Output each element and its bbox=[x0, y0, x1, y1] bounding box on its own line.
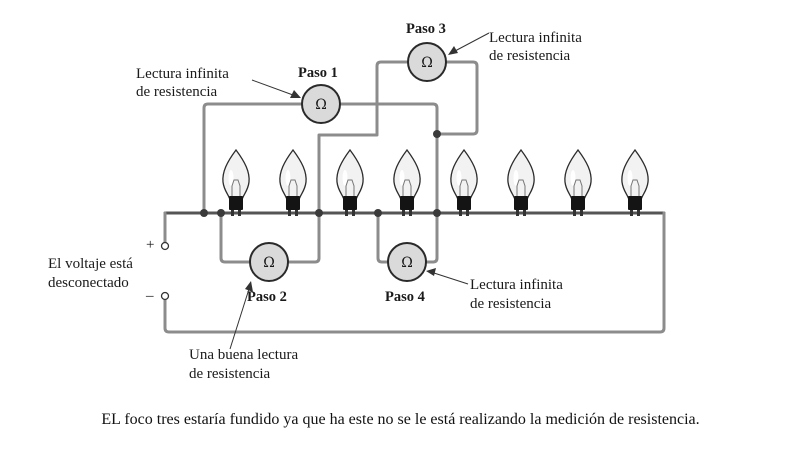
ohm-symbol: Ω bbox=[401, 255, 413, 271]
step1-wire-right bbox=[338, 102, 439, 215]
step-2-reading-line-1: Una buena lectura bbox=[189, 347, 298, 363]
negative-terminal bbox=[160, 291, 170, 301]
step4-wire-right bbox=[424, 211, 439, 264]
bulb-7 bbox=[564, 148, 592, 216]
bulb-5 bbox=[450, 148, 478, 216]
junction-node bbox=[315, 209, 323, 217]
step-1-label: Paso 1 bbox=[298, 65, 338, 81]
step-3-reading-line-2: de resistencia bbox=[489, 48, 571, 64]
step-3-reading-line-1: Lectura infinita bbox=[489, 30, 582, 46]
bulb-8 bbox=[621, 148, 649, 216]
junction-node bbox=[433, 209, 441, 217]
step-2-label: Paso 2 bbox=[247, 289, 287, 305]
arrow-step-4 bbox=[426, 268, 469, 285]
step-1-reading-line-1: Lectura infinita bbox=[136, 66, 229, 82]
bulb-4 bbox=[393, 148, 421, 216]
series-circuit-diagram: + – El voltaje está desconectado Ω Ω Ω Ω… bbox=[48, 21, 666, 382]
arrow-step-2 bbox=[229, 281, 253, 350]
ohmmeter-step-2: Ω bbox=[249, 242, 289, 282]
step-4-label: Paso 4 bbox=[385, 289, 425, 305]
ohm-symbol: Ω bbox=[315, 97, 327, 113]
step-1-reading-line-2: de resistencia bbox=[136, 84, 218, 100]
arrow-step-3 bbox=[448, 32, 490, 55]
minus-sign: – bbox=[145, 288, 154, 304]
step2-wire-left bbox=[219, 211, 252, 264]
ohmmeter-step-1: Ω bbox=[301, 84, 341, 124]
plus-sign: + bbox=[146, 237, 154, 253]
step1-wire-left bbox=[202, 102, 304, 215]
ohm-symbol: Ω bbox=[263, 255, 275, 271]
junction-node bbox=[217, 209, 225, 217]
step2-wire-right bbox=[286, 211, 321, 264]
supply-note-line-1: El voltaje está bbox=[48, 256, 133, 272]
bulb-1 bbox=[222, 148, 250, 216]
ohmmeter-step-3: Ω bbox=[407, 42, 447, 82]
step3-wire-right bbox=[435, 60, 479, 136]
junction-node bbox=[374, 209, 382, 217]
step-4-reading-line-2: de resistencia bbox=[470, 296, 552, 312]
step3-wire-left bbox=[317, 60, 410, 215]
ohmmeter-step-4: Ω bbox=[387, 242, 427, 282]
supply-note-line-2: desconectado bbox=[48, 275, 129, 291]
junction-node bbox=[433, 130, 441, 138]
arrow-step-1 bbox=[251, 79, 301, 98]
step-4-reading-line-1: Lectura infinita bbox=[470, 277, 563, 293]
junction-node bbox=[200, 209, 208, 217]
bulb-2 bbox=[279, 148, 307, 216]
return-wire bbox=[163, 211, 666, 334]
bulb-6 bbox=[507, 148, 535, 216]
step-2-reading-line-2: de resistencia bbox=[189, 366, 271, 382]
positive-terminal bbox=[160, 241, 170, 251]
step4-wire-left bbox=[376, 211, 390, 264]
ohm-symbol: Ω bbox=[421, 55, 433, 71]
step-3-label: Paso 3 bbox=[406, 21, 446, 37]
caption-text: EL foco tres estaría fundido ya que ha e… bbox=[101, 411, 700, 428]
bulb-3 bbox=[336, 148, 364, 216]
